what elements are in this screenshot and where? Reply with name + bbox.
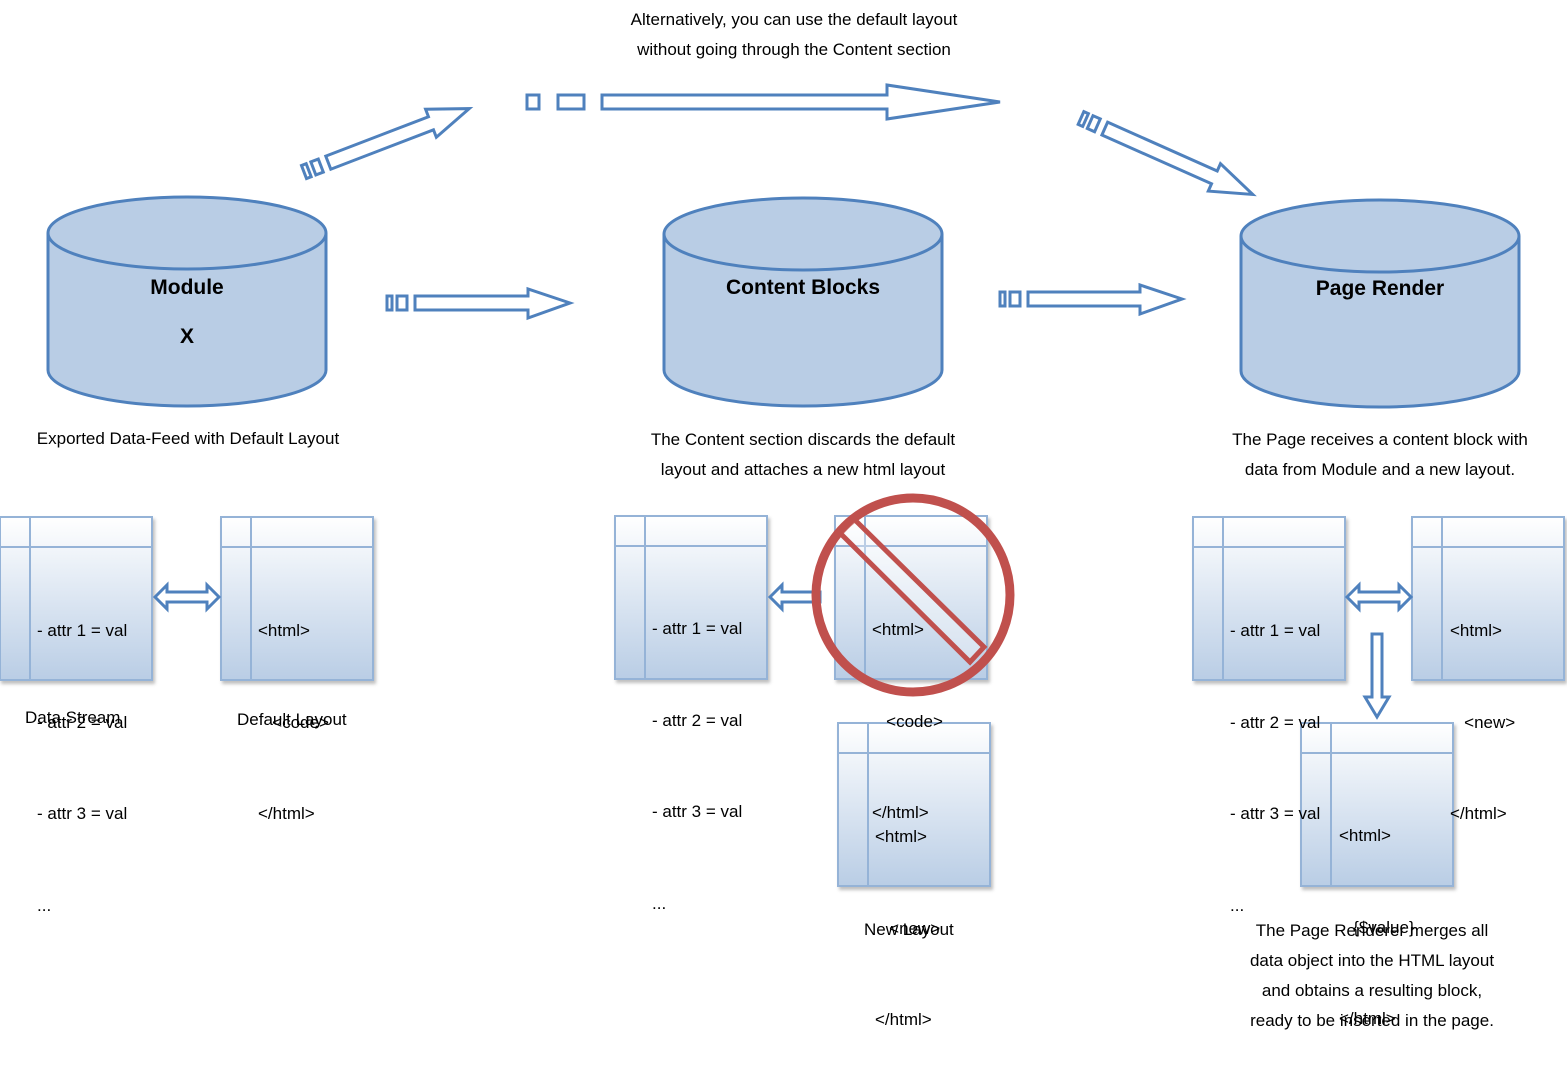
code-line: <new>: [875, 918, 941, 938]
data-stream-label: Data Stream: [25, 708, 121, 727]
renderer-note-line4: ready to be inserted in the page.: [1250, 1011, 1494, 1030]
attr-line: - attr 2 = val: [652, 710, 743, 730]
merged-block-text: <html> {$value} </html>: [1339, 760, 1415, 1065]
page-caption: The Page receives a content block with d…: [1195, 425, 1565, 485]
code-line: <code>: [258, 712, 329, 732]
attr-line: - attr 3 = val: [1230, 804, 1321, 823]
code-line: </html>: [1339, 1009, 1396, 1028]
renderer-note-line2: data object into the HTML layout: [1249, 951, 1495, 970]
default-layout-label: Default Layout: [237, 710, 347, 729]
page-render-cylinder: [1239, 198, 1521, 409]
content-data-doc: [614, 515, 768, 680]
module-caption: Exported Data-Feed with Default Layout: [36, 429, 340, 448]
bypass-note-line2: without going through the Content sectio…: [637, 40, 951, 59]
double-arrow-module: [152, 581, 222, 613]
code-line: <html>: [1339, 826, 1391, 845]
module-subtitle: X: [179, 325, 194, 348]
attr-line: ...: [37, 895, 52, 915]
code-line: <html>: [872, 620, 924, 639]
arrow-down-merge: [1362, 632, 1392, 720]
bypass-note: Alternatively, you can use the default l…: [594, 5, 994, 65]
code-line: </html>: [875, 1010, 932, 1029]
code-line: <html>: [875, 827, 927, 846]
module-cylinder: [46, 195, 328, 408]
content-blocks-title: Content Blocks: [725, 276, 880, 299]
page-layout-doc: [1411, 516, 1565, 681]
code-line: <new>: [1450, 712, 1516, 732]
content-blocks-cylinder: [662, 196, 944, 408]
attr-line: - attr 1 = val: [1230, 621, 1321, 640]
arrow-content-to-page: [998, 282, 1187, 317]
attr-line: - attr 1 = val: [652, 619, 743, 638]
arrow-bypass-middle: [525, 83, 1001, 121]
content-caption-line1: The Content section discards the default: [650, 430, 956, 449]
page-render-title: Page Render: [1315, 277, 1445, 300]
page-caption-line2: data from Module and a new layout.: [1244, 460, 1516, 479]
data-stream-doc: [0, 516, 153, 681]
arrow-module-to-content: [385, 286, 575, 321]
new-layout-label: New Layout: [864, 920, 954, 939]
new-layout-text: <html> <new> </html>: [875, 761, 940, 1066]
page-caption-line1: The Page receives a content block with: [1232, 430, 1528, 449]
default-layout-doc: [220, 516, 374, 681]
attr-line: ...: [652, 893, 667, 913]
content-data-text: - attr 1 = val - attr 2 = val - attr 3 =…: [652, 553, 742, 950]
new-layout-doc: [837, 722, 991, 887]
double-arrow-page: [1344, 581, 1414, 613]
page-layout-text: <html> <new> </html>: [1450, 555, 1515, 860]
attr-line: - attr 3 = val: [652, 802, 743, 821]
renderer-note-line1: The Page Renderer merges all: [1255, 921, 1489, 940]
code-line: </html>: [258, 804, 315, 823]
content-caption-line2: layout and attaches a new html layout: [660, 460, 946, 479]
content-caption: The Content section discards the default…: [603, 425, 1003, 485]
bypass-note-line1: Alternatively, you can use the default l…: [630, 10, 958, 29]
attr-line: ...: [1230, 895, 1245, 915]
arrow-bypass-down: [1076, 109, 1257, 197]
renderer-note: The Page Renderer merges all data object…: [1197, 916, 1547, 1036]
discarded-layout-text: <html> <code> </html>: [872, 554, 943, 859]
arrow-bypass-up: [299, 107, 474, 181]
attr-line: - attr 1 = val: [37, 621, 128, 640]
data-stream-text: - attr 1 = val - attr 2 = val - attr 3 =…: [37, 555, 127, 952]
renderer-note-line3: and obtains a resulting block,: [1261, 981, 1483, 1000]
attr-line: - attr 2 = val: [1230, 712, 1321, 732]
default-layout-text: <html> <code> </html>: [258, 555, 329, 860]
code-line: {$value}: [1339, 917, 1415, 937]
code-line: </html>: [1450, 804, 1507, 823]
prohibited-icon: [811, 493, 1015, 697]
code-line: <code>: [872, 711, 943, 731]
page-data-text: - attr 1 = val - attr 2 = val - attr 3 =…: [1230, 555, 1320, 952]
code-line: <html>: [1450, 621, 1502, 640]
page-data-doc: [1192, 516, 1346, 681]
attr-line: - attr 3 = val: [37, 804, 128, 823]
module-title: Module: [150, 276, 224, 299]
code-line: </html>: [872, 803, 929, 822]
merged-block-doc: [1300, 722, 1454, 887]
attr-line: - attr 2 = val: [37, 712, 128, 732]
code-line: <html>: [258, 621, 310, 640]
